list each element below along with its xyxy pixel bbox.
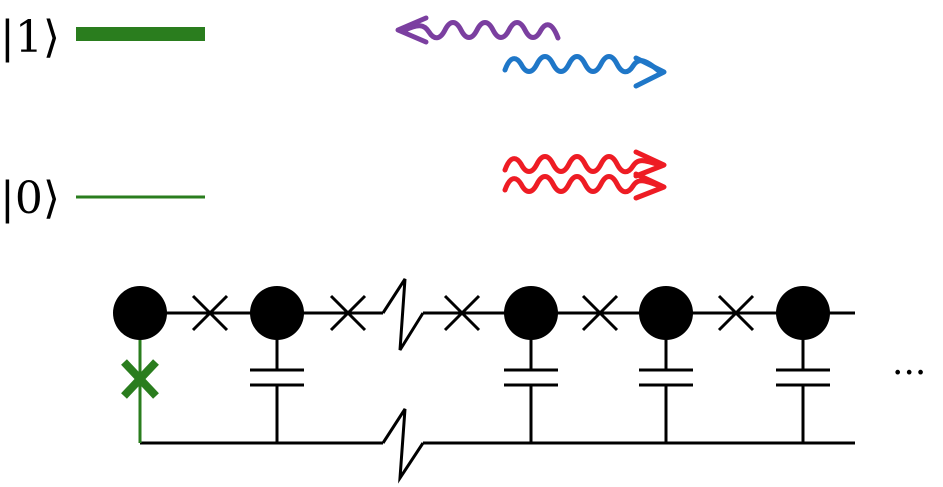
photon-pair-icon <box>502 149 667 201</box>
photon-left-icon <box>395 15 561 45</box>
array-node <box>504 286 558 340</box>
junction-icon <box>191 294 229 332</box>
junction-icon <box>717 294 755 332</box>
junction-icons <box>191 294 755 332</box>
array-node <box>776 286 830 340</box>
photon-right-icon <box>502 54 667 89</box>
array-node <box>639 286 693 340</box>
junction-icon <box>581 294 619 332</box>
top-rail <box>140 278 855 351</box>
excited-state-label: |1⟩ <box>0 12 60 63</box>
capacitor-icon <box>250 313 304 443</box>
junction-icon <box>443 294 481 332</box>
junction-icon <box>329 294 367 332</box>
qubit-node <box>113 286 167 340</box>
nodes <box>113 286 830 340</box>
continuation-ellipsis: ··· <box>892 353 926 394</box>
ground-state-label: |0⟩ <box>0 173 60 224</box>
array-node <box>250 286 304 340</box>
bottom-rail <box>140 408 855 484</box>
